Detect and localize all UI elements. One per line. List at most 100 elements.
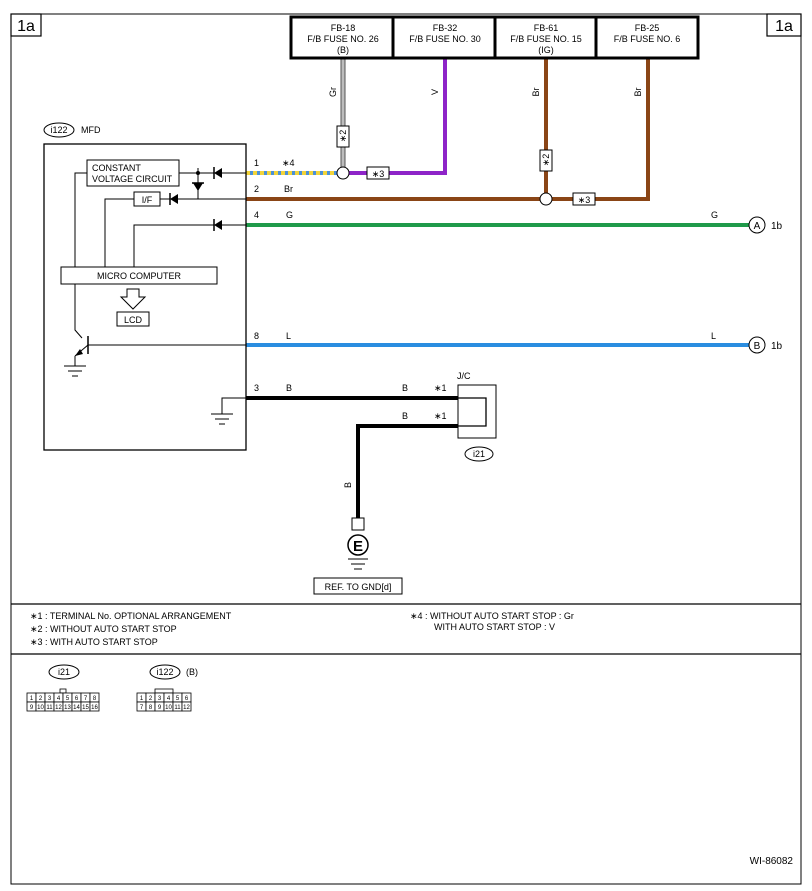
connector-pin-number: 2 — [39, 696, 43, 702]
ground-e-letter: E — [353, 538, 363, 555]
pin-note: ∗4 — [282, 158, 295, 168]
connector-key-tab — [59, 688, 67, 694]
connector-pin-number: 5 — [176, 696, 180, 702]
diode-icon — [214, 220, 222, 230]
connector-pin-number: 2 — [149, 696, 153, 702]
fuse-id: FB-32 — [433, 23, 458, 33]
jc-connector-oval — [464, 446, 494, 462]
note-box — [366, 166, 390, 180]
connector-b-letter: B — [754, 341, 761, 352]
internal-line — [74, 172, 87, 267]
mfd-box — [43, 143, 247, 451]
pin-wire-color-right: G — [711, 210, 718, 220]
pin-wire-color-right: L — [711, 331, 716, 341]
jc-bus — [458, 397, 487, 427]
connector-pin-cell — [181, 701, 192, 712]
connector-pin-number: 4 — [167, 696, 171, 702]
connector-pin-number: 8 — [149, 705, 153, 711]
connector-pin-number: 11 — [174, 705, 181, 711]
ground-e-circle — [347, 534, 369, 556]
pin-number: 8 — [254, 331, 259, 341]
corner-label-left: 1a — [17, 18, 35, 35]
ground-wire-color: B — [343, 482, 353, 488]
note-line: ∗2 : WITHOUT AUTO START STOP — [30, 624, 177, 634]
internal-line — [133, 224, 214, 267]
connector-pin-number: 1 — [30, 696, 34, 702]
corner-label-right: 1a — [775, 18, 793, 35]
connector-pin-number: 12 — [55, 705, 62, 711]
micro-computer-label: MICRO COMPUTER — [97, 271, 181, 281]
connector-pin-number: 14 — [73, 705, 80, 711]
page-frame — [10, 13, 802, 885]
connector-view-sub: (B) — [186, 667, 198, 677]
wire-fb25-br — [551, 58, 650, 201]
splice-circle — [336, 166, 350, 180]
constant-voltage-label: VOLTAGE CIRCUIT — [92, 174, 173, 184]
fuse-id: FB-18 — [331, 23, 356, 33]
wire-color-label: Gr — [328, 87, 338, 97]
fuse-name: F/B FUSE NO. 6 — [614, 34, 681, 44]
connector-pin-number: 10 — [165, 705, 172, 711]
connector-pin-number: 9 — [30, 705, 34, 711]
jc-connector-id: i21 — [473, 449, 485, 459]
diode-icon — [214, 168, 222, 178]
connector-view-id: i21 — [58, 667, 70, 677]
micro-computer-block — [60, 266, 218, 285]
note-box — [539, 149, 553, 172]
note-box — [336, 125, 350, 148]
ground-terminal — [351, 517, 365, 531]
connector-pin-number: 6 — [75, 696, 79, 702]
pin-number: 2 — [254, 184, 259, 194]
connector-a-letter: A — [754, 221, 761, 232]
jc-note: ∗1 — [434, 383, 447, 393]
pin-wire-color: G — [286, 210, 293, 220]
connector-view-oval — [149, 664, 181, 680]
connector-a-circle — [748, 216, 766, 234]
pin-number: 3 — [254, 383, 259, 393]
connector-pin-number: 4 — [57, 696, 61, 702]
connector-view-oval — [48, 664, 80, 680]
note-mark: ∗2 — [338, 130, 348, 143]
constant-voltage-label: CONSTANT — [92, 163, 141, 173]
note-mark: ∗3 — [372, 169, 385, 179]
down-arrow-icon — [119, 288, 147, 310]
connector-pin-number: 3 — [158, 696, 162, 702]
mfd-name: MFD — [81, 125, 101, 135]
fuse-sub: (IG) — [538, 45, 554, 55]
connector-pin-number: 16 — [91, 705, 98, 711]
connector-pin-cell — [89, 701, 100, 712]
connector-pin-number: 5 — [66, 696, 70, 702]
diode-icon — [170, 194, 178, 204]
note-line: ∗3 : WITH AUTO START STOP — [30, 637, 158, 647]
jc-box — [457, 384, 497, 439]
wire-color-label: Br — [633, 87, 643, 96]
note-box — [572, 192, 596, 206]
corner-label-left-box — [10, 13, 42, 37]
mfd-connector-id: i122 — [50, 125, 67, 135]
junction-dot — [196, 171, 200, 175]
pin-number: 4 — [254, 210, 259, 220]
lcd-block — [116, 311, 150, 327]
document-id: WI-86082 — [750, 856, 794, 867]
connector-pin-number: 10 — [37, 705, 44, 711]
fuse-name: F/B FUSE NO. 26 — [307, 34, 379, 44]
interface-block — [133, 191, 161, 207]
connector-pin-number: 6 — [185, 696, 189, 702]
internal-line — [104, 198, 134, 267]
internal-line — [74, 284, 83, 339]
interface-label: I/F — [142, 195, 153, 205]
connector-a-ref: 1b — [771, 221, 783, 232]
note-mark: ∗2 — [541, 154, 551, 167]
ground-ref-label: REF. TO GND[d] — [325, 582, 392, 592]
connector-pin-number: 12 — [183, 705, 190, 711]
connector-key-tab — [154, 688, 174, 694]
jc-wire-color: B — [402, 383, 408, 393]
connector-pin-number: 11 — [46, 705, 53, 711]
fuse-id: FB-61 — [534, 23, 559, 33]
wire-fb32-v — [349, 58, 447, 175]
mfd-connector-oval — [43, 122, 75, 138]
zener-diode-icon — [193, 183, 203, 191]
fuse-sub: (B) — [337, 45, 349, 55]
